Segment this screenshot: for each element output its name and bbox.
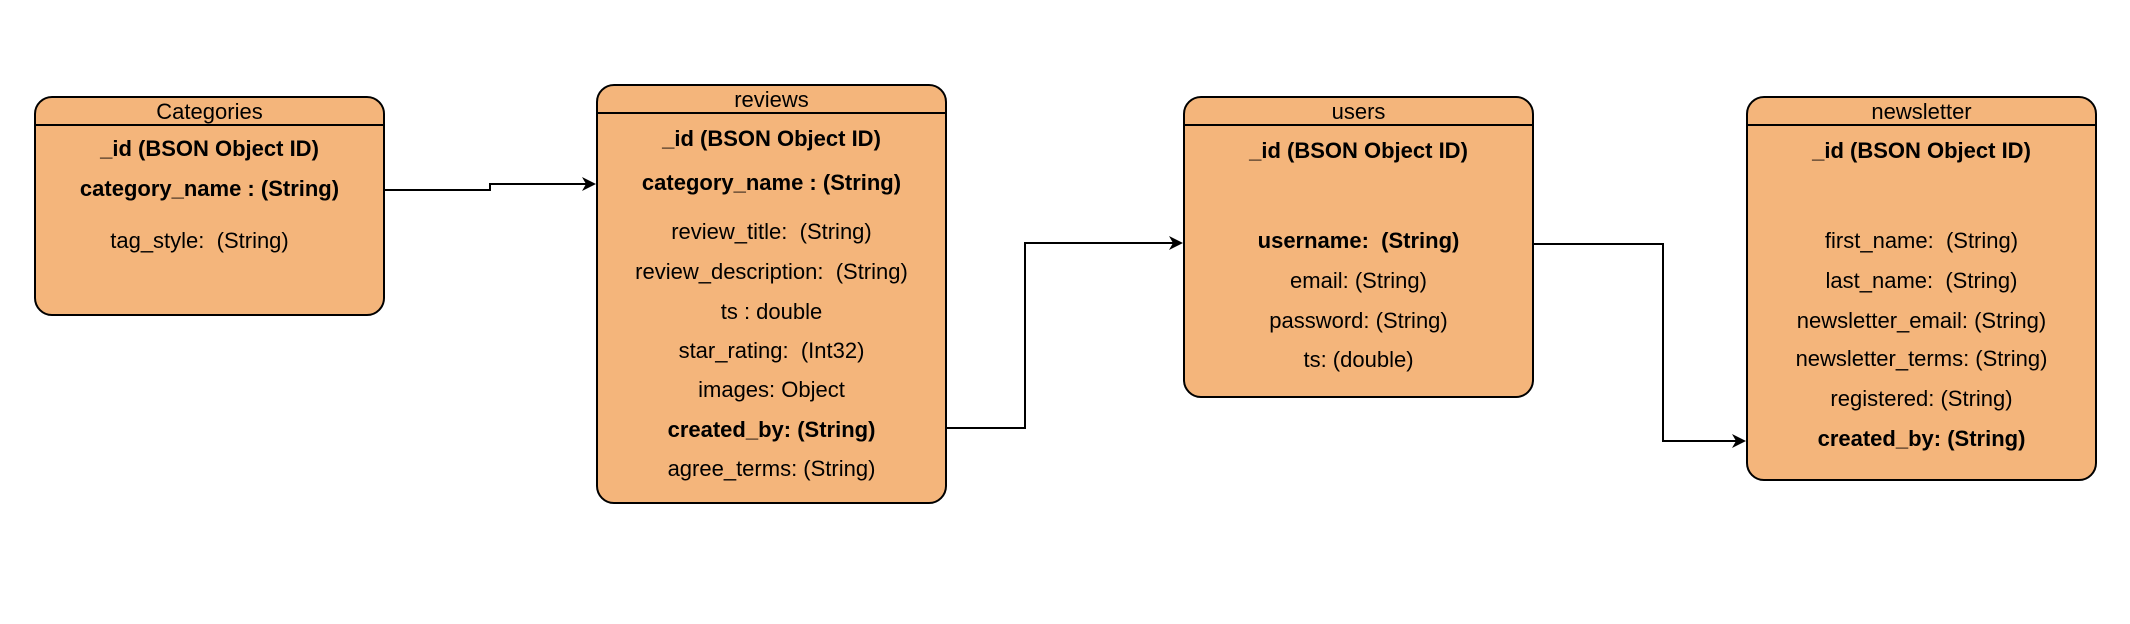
entity-users[interactable]: users _id (BSON Object ID) username: (St… [1183,96,1534,398]
connector-reviews-users [947,236,1183,429]
field-images: images: Object [698,377,845,402]
field-id: _id (BSON Object ID) [100,136,319,161]
field-newsletter-terms: newsletter_terms: (String) [1795,346,2048,371]
field-review-title: review_title: (String) [671,219,872,244]
field-id: _id (BSON Object ID) [662,126,881,151]
entity-newsletter[interactable]: newsletter _id (BSON Object ID) first_na… [1746,96,2097,481]
field-category-name: category_name : (String) [641,170,902,195]
field-id: _id (BSON Object ID) [1249,138,1468,163]
field-username: username: (String) [1257,228,1460,253]
field-id: _id (BSON Object ID) [1812,138,2031,163]
field-star-rating: star_rating: (Int32) [678,338,865,363]
field-created-by: created_by: (String) [667,417,876,442]
entity-title: reviews [598,86,945,114]
field-email: email: (String) [1290,268,1427,293]
entity-title: users [1185,98,1532,126]
field-first-name: first_name: (String) [1824,228,2019,253]
field-password: password: (String) [1269,308,1448,333]
entity-categories[interactable]: Categories _id (BSON Object ID) category… [34,96,385,316]
field-ts: ts: (double) [1303,347,1414,372]
field-created-by: created_by: (String) [1817,426,2026,451]
field-newsletter-email: newsletter_email: (String) [1796,308,2047,333]
field-ts: ts : double [720,299,823,324]
entity-reviews[interactable]: reviews _id (BSON Object ID) category_na… [596,84,947,504]
field-category-name: category_name : (String) [79,176,340,201]
field-tag-style: tag_style: (String) [110,228,289,253]
field-registered: registered: (String) [1830,386,2013,411]
connector-categories-reviews [385,177,596,191]
field-agree-terms: agree_terms: (String) [667,456,876,481]
field-last-name: last_name: (String) [1825,268,2018,293]
entity-title: Categories [36,98,383,126]
field-review-description: review_description: (String) [635,259,908,284]
entity-title: newsletter [1748,98,2095,126]
connector-users-newsletter [1534,243,1746,448]
